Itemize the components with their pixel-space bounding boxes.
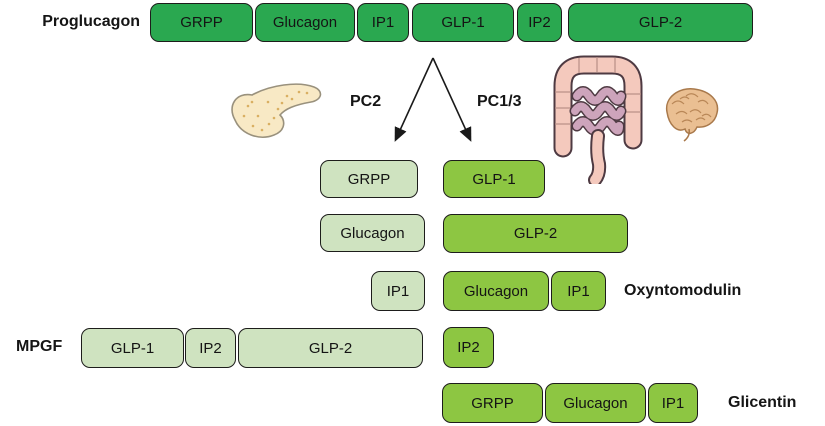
glicentin-segment-glucagon: Glucagon xyxy=(545,383,646,423)
processing-arrows xyxy=(394,57,472,142)
oxyntomodulin-label: Oxyntomodulin xyxy=(624,282,742,299)
mpgf-segment-glp1: GLP-1 xyxy=(81,328,184,368)
intestine-image xyxy=(553,55,643,184)
glicentin-segment-grpp: GRPP xyxy=(442,383,543,423)
glicentin-label: Glicentin xyxy=(728,394,797,411)
pc2-product-grpp: GRPP xyxy=(320,160,418,198)
proglucagon-segment-ip2: IP2 xyxy=(517,3,562,42)
proglucagon-label: Proglucagon xyxy=(42,13,140,30)
proglucagon-segment-glp2: GLP-2 xyxy=(568,3,753,42)
pc13-product-glp2: GLP-2 xyxy=(443,214,628,253)
proglucagon-segment-grpp: GRPP xyxy=(150,3,253,42)
pancreas-image xyxy=(231,83,322,138)
brain-image xyxy=(665,88,719,142)
mpgf-segment-ip2: IP2 xyxy=(185,328,236,368)
pc13-enzyme-label: PC1/3 xyxy=(477,93,522,110)
oxyntomodulin-segment-glucagon: Glucagon xyxy=(443,271,549,311)
pc13-product-glp1: GLP-1 xyxy=(443,160,545,198)
mpgf-label: MPGF xyxy=(16,338,63,355)
proglucagon-segment-glucagon: Glucagon xyxy=(255,3,355,42)
pc2-enzyme-label: PC2 xyxy=(350,93,382,110)
proglucagon-segment-ip1: IP1 xyxy=(357,3,409,42)
oxyntomodulin-segment-ip1: IP1 xyxy=(551,271,606,311)
proglucagon-segment-glp1: GLP-1 xyxy=(412,3,514,42)
pc2-product-ip1: IP1 xyxy=(371,271,425,311)
mpgf-segment-glp2: GLP-2 xyxy=(238,328,423,368)
pc2-product-glucagon: Glucagon xyxy=(320,214,425,252)
glicentin-segment-ip1: IP1 xyxy=(648,383,698,423)
pc13-product-ip2: IP2 xyxy=(443,327,494,368)
